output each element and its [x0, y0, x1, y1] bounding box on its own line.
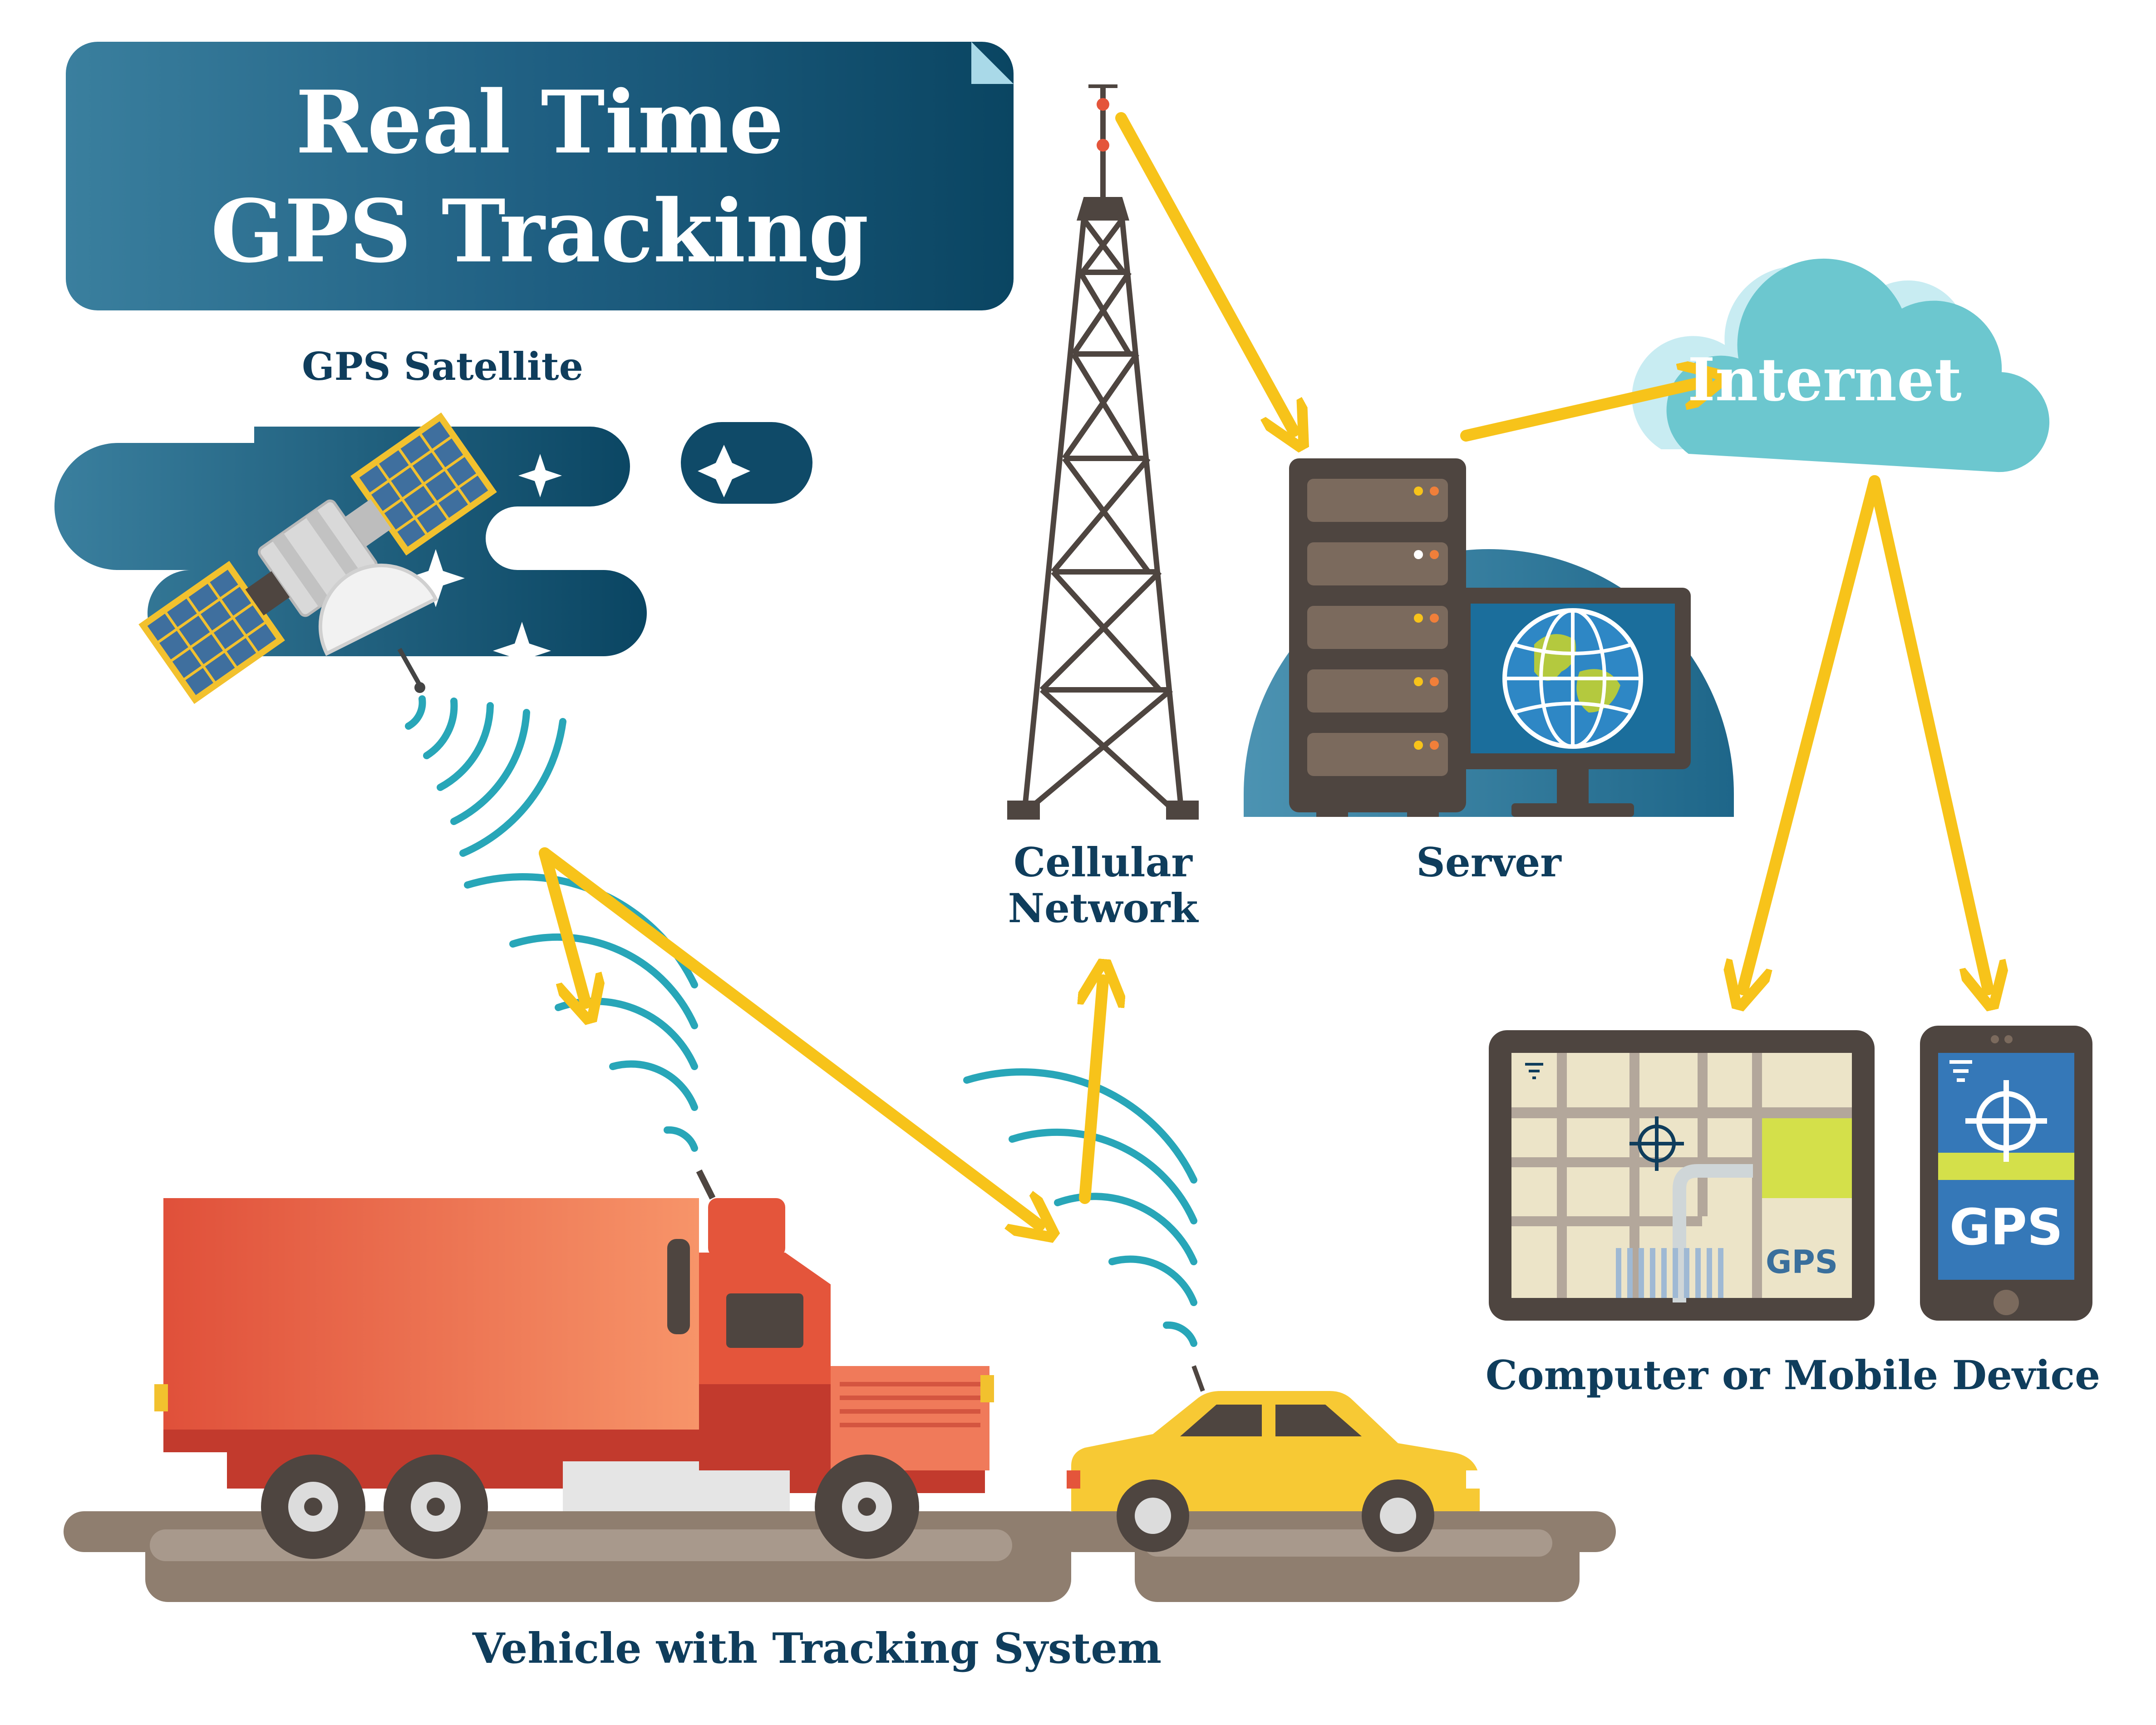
satellite-label: GPS Satellite: [301, 344, 584, 389]
title-line-2: GPS Tracking: [211, 181, 869, 282]
internet-label: Internet: [1688, 345, 1962, 414]
arrow-server-to-internet: [1460, 381, 1707, 442]
arrow-car-to-tower: [1085, 980, 1103, 1204]
title-banner: [66, 42, 1014, 310]
title-line-1: Real Time: [295, 72, 784, 173]
data-flow-arrows: [539, 112, 1988, 1225]
cellular-network-label: Cellular Network: [944, 839, 1262, 932]
arrow-internet-to-phone: [1869, 475, 1988, 989]
arrow-tower-to-server: [1115, 112, 1294, 431]
tablet-map-icon: [1489, 1030, 1875, 1321]
devices-label: Computer or Mobile Device: [1485, 1351, 2101, 1399]
car-icon: [1067, 1365, 1480, 1552]
monitor-globe-icon: [1455, 588, 1691, 817]
cellular-label-line-1: Cellular: [1014, 839, 1192, 886]
satellite-icon: [54, 412, 812, 704]
truck-icon: [154, 1169, 994, 1559]
server-label: Server: [1416, 839, 1561, 886]
arrow-satellite-to-truck: [539, 847, 586, 1003]
cell-tower-icon: [1007, 84, 1199, 820]
phone-gps-text: GPS: [1949, 1198, 2063, 1256]
arrow-satellite-to-car: [539, 847, 1039, 1225]
page-title: Real Time GPS Tracking: [66, 68, 1014, 286]
phone-gps-icon: [1920, 1026, 2092, 1321]
arrow-internet-to-tablet: [1743, 475, 1880, 989]
vehicle-label: Vehicle with Tracking System: [472, 1624, 1162, 1673]
cellular-label-line-2: Network: [1008, 885, 1198, 932]
tablet-gps-text: GPS: [1766, 1243, 1838, 1281]
